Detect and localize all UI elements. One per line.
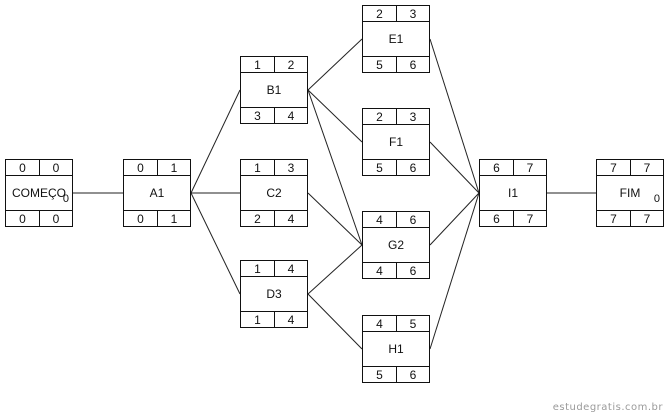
node-fim-late-start: 7 [597, 210, 631, 226]
node-d3-early-start: 1 [241, 261, 275, 277]
node-c2-label: C2 [266, 186, 282, 200]
node-fim-early-finish: 7 [631, 160, 663, 176]
node-i1-early-finish: 7 [514, 160, 546, 176]
node-g2: 4 6 G2 4 6 [362, 211, 430, 279]
node-comeco-early-start: 0 [6, 160, 40, 176]
node-g2-late-finish: 6 [397, 262, 429, 278]
node-h1-early-finish: 5 [397, 316, 429, 332]
node-a1-late-start: 0 [124, 210, 158, 226]
node-comeco-late-start: 0 [6, 210, 40, 226]
node-comeco-label: COMEÇO [12, 186, 66, 200]
node-b1-late-finish: 4 [275, 107, 307, 123]
node-c2-late-start: 2 [241, 210, 275, 226]
node-b1-early-start: 1 [241, 57, 275, 73]
watermark: estudegratis.com.br [552, 402, 663, 413]
node-g2-late-start: 4 [363, 262, 397, 278]
node-fim-late-finish: 7 [631, 210, 663, 226]
node-e1-late-start: 5 [363, 56, 397, 72]
node-i1: 6 7 I1 6 7 [479, 159, 547, 227]
node-b1-early-finish: 2 [275, 57, 307, 73]
node-a1-early-start: 0 [124, 160, 158, 176]
node-e1-label: E1 [388, 32, 404, 46]
node-a1-late-finish: 1 [158, 210, 190, 226]
node-g2-early-start: 4 [363, 212, 397, 228]
edge-g2-i1 [429, 192, 480, 246]
node-c2-late-finish: 4 [275, 210, 307, 226]
edge-d3-g2 [307, 244, 363, 295]
node-fim: 7 7 FIM 0 7 7 [596, 159, 664, 227]
edge-b1-f1 [307, 89, 363, 143]
node-h1: 4 5 H1 5 6 [362, 315, 430, 383]
node-a1-label: A1 [149, 186, 165, 200]
node-e1-early-start: 2 [363, 6, 397, 22]
edge-a1-d3 [190, 192, 241, 295]
node-f1: 2 3 F1 5 6 [362, 108, 430, 176]
node-i1-late-finish: 7 [514, 210, 546, 226]
node-f1-label: F1 [388, 135, 403, 149]
node-i1-label: I1 [507, 186, 518, 200]
node-f1-early-start: 2 [363, 109, 397, 125]
node-e1-late-finish: 6 [397, 56, 429, 72]
node-g2-label: G2 [387, 238, 404, 252]
node-b1-label: B1 [266, 83, 282, 97]
node-a1-early-finish: 1 [158, 160, 190, 176]
node-h1-late-start: 5 [363, 366, 397, 382]
node-h1-early-start: 4 [363, 316, 397, 332]
node-c2: 1 3 C2 2 4 [240, 159, 308, 227]
edge-c2-g2 [307, 192, 363, 246]
node-d3-early-finish: 4 [275, 261, 307, 277]
node-comeco: 0 0 COMEÇO 0 0 0 [5, 159, 73, 227]
node-a1: 0 1 A1 0 1 [123, 159, 191, 227]
node-d3-late-start: 1 [241, 311, 275, 327]
node-f1-late-start: 5 [363, 159, 397, 175]
edge-b1-g2 [307, 89, 363, 246]
node-h1-late-finish: 6 [397, 366, 429, 382]
node-b1-late-start: 3 [241, 107, 275, 123]
node-d3: 1 4 D3 1 4 [240, 260, 308, 328]
edge-b1-e1 [307, 38, 363, 91]
edge-e1-i1 [429, 38, 480, 194]
node-f1-early-finish: 3 [397, 109, 429, 125]
edge-a1-b1 [190, 89, 241, 194]
node-c2-early-start: 1 [241, 160, 275, 176]
node-i1-late-start: 6 [480, 210, 514, 226]
node-g2-early-finish: 6 [397, 212, 429, 228]
node-comeco-late-finish: 0 [40, 210, 72, 226]
node-fim-early-start: 7 [597, 160, 631, 176]
node-b1: 1 2 B1 3 4 [240, 56, 308, 124]
node-comeco-duration: 0 [62, 193, 69, 205]
edge-d3-h1 [307, 293, 363, 350]
node-d3-label: D3 [266, 287, 282, 301]
edge-h1-i1 [429, 192, 480, 350]
node-c2-early-finish: 3 [275, 160, 307, 176]
node-comeco-early-finish: 0 [40, 160, 72, 176]
edge-f1-i1 [429, 141, 480, 194]
node-f1-late-finish: 6 [397, 159, 429, 175]
node-d3-late-finish: 4 [275, 311, 307, 327]
node-h1-label: H1 [388, 342, 404, 356]
node-i1-early-start: 6 [480, 160, 514, 176]
node-fim-label: FIM [619, 186, 641, 200]
node-e1-early-finish: 3 [397, 6, 429, 22]
node-e1: 2 3 E1 5 6 [362, 5, 430, 73]
node-fim-duration: 0 [653, 193, 660, 205]
